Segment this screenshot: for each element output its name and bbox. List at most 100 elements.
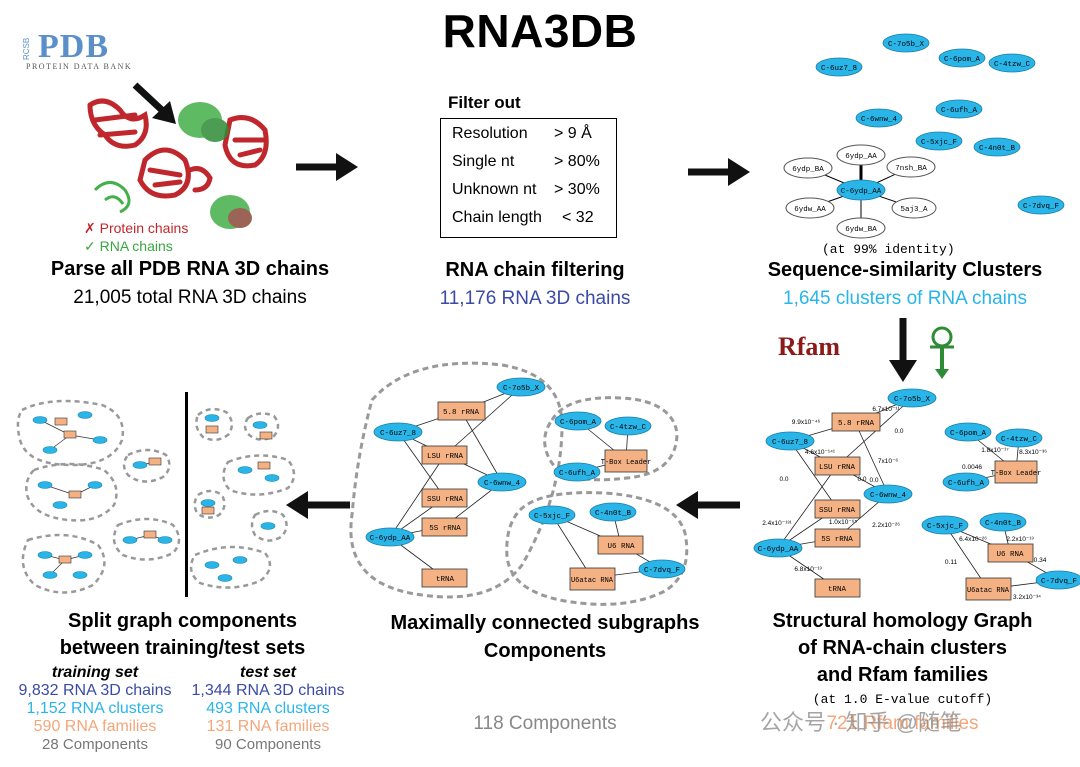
pdb-logo-subtitle: PROTEIN DATA BANK <box>26 62 133 71</box>
homology-family-label: U6atac RNA <box>967 587 1010 595</box>
component-family-label: U6atac RNA <box>571 577 614 585</box>
stage3-title: Sequence-similarity Clusters <box>767 259 1043 281</box>
training-set-label: training set <box>51 664 139 681</box>
component-cluster-label: C-6pom_A <box>560 419 597 427</box>
edge-evalue-label: 6.8x10⁻¹³ <box>794 566 822 573</box>
component-cluster-label: C-6wnw_4 <box>484 480 521 488</box>
training-set-stats: training set 9,832 RNA 3D chains 1,152 R… <box>0 664 190 753</box>
cluster-node-label: C-7o5b_X <box>888 41 925 49</box>
test-families: 131 RNA families <box>206 718 330 735</box>
component-cluster-label: C-6ufh_A <box>559 470 596 478</box>
chain-node-label: 7nsh_BA <box>895 165 927 173</box>
stage5-stat: 118 Components <box>473 713 617 734</box>
filter-criterion-value: < 32 <box>562 209 594 226</box>
sequence-cluster-graph: C-7o5b_X C-6uz7_8 C-6pom_A C-4tzw_C C-6u… <box>783 33 1065 239</box>
evalue-cutoff-note: (at 1.0 E-value cutoff) <box>812 692 993 707</box>
infernal-logo <box>930 326 954 379</box>
component-cluster-label: C-7o5b_X <box>503 385 540 393</box>
training-components: 28 Components <box>42 736 148 753</box>
training-families: 590 RNA families <box>33 718 157 735</box>
component-cluster-label: C-6uz7_8 <box>380 430 416 438</box>
stage4-title-line1: Structural homology Graph <box>772 610 1033 632</box>
edge-evalue-label: 6.4x10⁻²⁶ <box>959 536 987 543</box>
component-outline <box>349 361 564 599</box>
chain-node-label: 5aj3_A <box>900 206 928 214</box>
test-set-label: test set <box>239 664 297 681</box>
stage2-subtitle: 11,176 RNA 3D chains <box>439 288 631 309</box>
stage3-subtitle: 1,645 clusters of RNA chains <box>783 288 1027 309</box>
edge-evalue-label: 1.0x10⁻⁶⁵ <box>829 519 858 526</box>
component-family-label: T-Box Leader <box>601 459 651 467</box>
test-clusters: 493 RNA clusters <box>206 700 330 717</box>
filter-criterion-name: Unknown nt <box>452 181 537 198</box>
edge-evalue-label: 4.6x10⁻¹⁴¹ <box>805 449 836 456</box>
pdb-logo-name: PDB <box>38 28 109 65</box>
train-test-separator <box>185 392 188 597</box>
homology-cluster-label: C-6ydp_AA <box>758 546 799 554</box>
homology-family-label: T-Box Leader <box>991 470 1041 478</box>
cluster-node-label: C-6wnw_4 <box>861 116 898 124</box>
homology-cluster-label: C-4tzw_C <box>1001 436 1038 444</box>
filter-title: Filter out <box>448 93 521 112</box>
edge-evalue-label: 0.0 <box>894 428 903 435</box>
stage4-stat: 721 Rfam families <box>826 713 979 734</box>
homology-family-label: SSU rRNA <box>819 507 856 515</box>
stage5-title-line2: Components <box>483 640 607 662</box>
component-family-label: SSU rRNA <box>427 496 464 504</box>
rna-protein-structures-image <box>87 98 269 229</box>
homology-cluster-label: C-6uz7_8 <box>772 439 808 447</box>
components-graph: C-7o5b_X C-6uz7_8 C-6wnw_4 C-6ydp_AA C-6… <box>349 361 689 606</box>
homology-family-label: 5S rRNA <box>821 536 853 544</box>
component-family-label: 5.8 rRNA <box>443 409 480 417</box>
component-cluster-label: C-4n0t_B <box>595 510 632 518</box>
component-family-label: U6 RNA <box>607 543 635 551</box>
homology-cluster-label: C-4n0t_B <box>985 520 1022 528</box>
component-outline <box>543 396 679 482</box>
stage5-title-line1: Maximally connected subgraphs <box>390 612 700 634</box>
stage4-title-line3: and Rfam families <box>816 664 989 686</box>
filter-criterion-value: > 80% <box>554 153 600 170</box>
cluster-node-label: C-6ufh_A <box>941 107 978 115</box>
test-set-stats: test set 1,344 RNA 3D chains 493 RNA clu… <box>178 664 358 753</box>
split-test-graphs <box>189 407 296 589</box>
filter-criterion-name: Chain length <box>452 209 542 226</box>
component-outline <box>505 491 689 606</box>
homology-cluster-label: C-7o5b_X <box>894 396 931 404</box>
watermark: 公众号 · 知乎 @随笔 <box>760 710 962 735</box>
homology-cluster-label: C-5xjc_F <box>927 523 963 531</box>
cluster-node-label: C-6ydp_AA <box>841 188 882 196</box>
edge-evalue-label: 1.8x10⁻¹⁷ <box>981 447 1009 454</box>
figure-title: RNA3DB <box>442 5 638 57</box>
homology-family-label: U6 RNA <box>996 551 1024 559</box>
training-clusters: 1,152 RNA clusters <box>26 700 164 717</box>
arrow-filter-to-clusters <box>688 158 750 186</box>
component-family-label: LSU rRNA <box>427 453 464 461</box>
edge-evalue-label: 2.4x10⁻¹³¹ <box>762 520 792 527</box>
homology-cluster-label: C-6pom_A <box>950 430 987 438</box>
chain-node-label: 6ydw_AA <box>794 206 826 214</box>
pdb-logo: RCSB PDB PROTEIN DATA BANK <box>22 28 144 72</box>
cluster-node-label: C-4tzw_C <box>994 61 1031 69</box>
edge-evalue-label: 0.0046 <box>962 464 982 471</box>
stage1-title: Parse all PDB RNA 3D chains <box>50 258 330 280</box>
stage2-title: RNA chain filtering <box>445 259 625 281</box>
edge-evalue-label: 3.2x10⁻³⁴ <box>1013 594 1041 601</box>
cluster-node-label: C-5xjc_F <box>921 139 957 147</box>
rfam-logo: Rfam <box>778 332 841 361</box>
homology-family-label: 5.8 rRNA <box>838 420 875 428</box>
cluster-node-label: C-4n0t_B <box>979 145 1016 153</box>
edge-evalue-label: 8.3x10⁻³⁶ <box>1019 449 1047 456</box>
edge-evalue-label: 7x10⁻⁶ <box>878 458 899 465</box>
edge-evalue-label: 0.11 <box>945 559 958 566</box>
arrow-clusters-to-homology <box>889 318 917 382</box>
component-cluster-label: C-6ydp_AA <box>370 535 411 543</box>
legend-protein-chains: ✗ Protein chains <box>84 220 189 236</box>
edge-evalue-label: 0.0 <box>869 477 878 484</box>
filter-criterion-name: Resolution <box>452 125 528 142</box>
edge-evalue-label: 0.0 <box>779 476 788 483</box>
stage6-title-line1: Split graph components <box>68 610 297 632</box>
cluster-node-label: C-6uz7_8 <box>821 65 857 73</box>
component-family-label: 5S rRNA <box>429 525 461 533</box>
edge-evalue-label: 2.2x10⁻²⁶ <box>872 522 900 529</box>
component-family-label: tRNA <box>436 576 455 584</box>
